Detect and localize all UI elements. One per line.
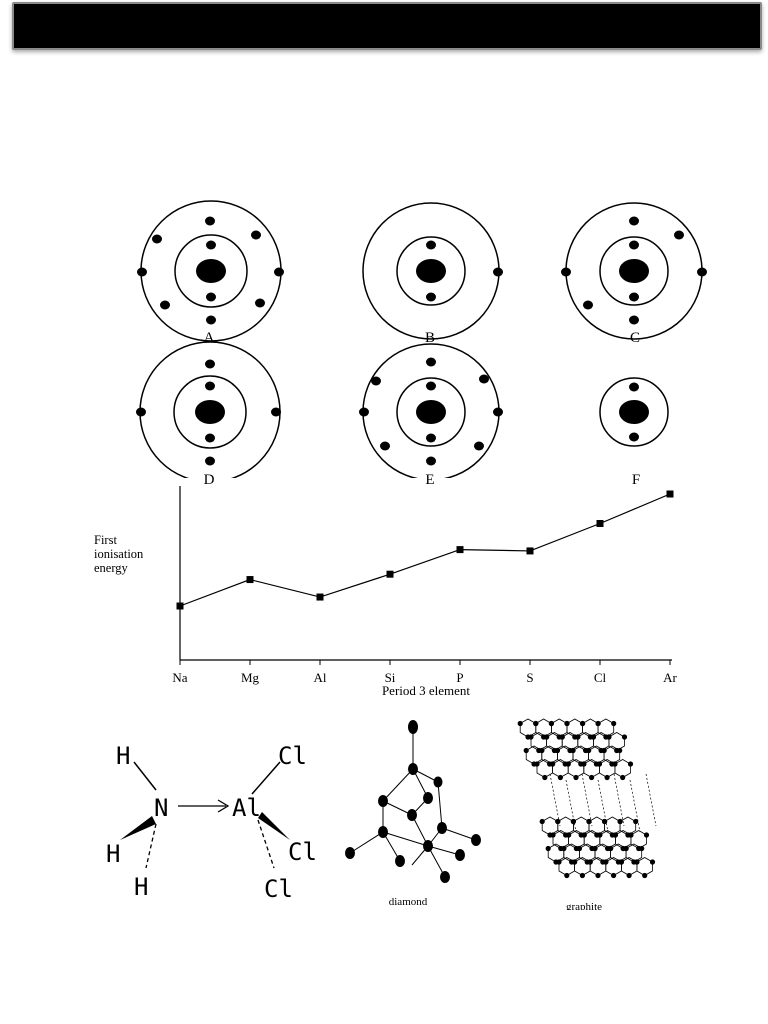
- tick-label-na: Na: [172, 670, 187, 685]
- tick-label-cl: Cl: [594, 670, 607, 685]
- atom-label-a: A: [203, 330, 215, 346]
- point-p: [456, 546, 464, 554]
- series-line: [179, 493, 671, 607]
- diamond-structure: diamond: [345, 720, 481, 908]
- atom-d: [136, 341, 281, 478]
- graphite-structure: graphite: [517, 718, 657, 910]
- tick-label-si: Si: [385, 670, 396, 685]
- point-mg: [246, 576, 254, 584]
- cl-top: Cl: [278, 742, 307, 770]
- al-atom: Al: [232, 794, 261, 822]
- point-ar: [666, 490, 674, 498]
- tick-label-al: Al: [314, 670, 327, 685]
- atom-e: [359, 343, 503, 478]
- atom-label-b: B: [424, 330, 435, 346]
- atom-a: [137, 200, 284, 342]
- cl-right: Cl: [288, 838, 317, 866]
- h-bottom: H: [134, 873, 148, 901]
- x-axis-label: Period 3 element: [382, 683, 470, 698]
- atom-f: [599, 377, 669, 447]
- atom-c: [561, 202, 707, 340]
- dative-bond-diagram: H H H N Al Cl Cl Cl: [106, 742, 317, 903]
- n-atom: N: [154, 794, 168, 822]
- atom-label-f: F: [631, 472, 641, 488]
- tick-label-p: P: [456, 670, 463, 685]
- point-al: [316, 593, 324, 601]
- diamond-label: diamond: [389, 896, 428, 908]
- tick-label-ar: Ar: [663, 670, 677, 685]
- point-na: [176, 602, 184, 610]
- atom-label-e: E: [425, 472, 435, 488]
- point-cl: [596, 520, 604, 528]
- h-left: H: [106, 840, 120, 868]
- atom-label-d: D: [203, 472, 215, 488]
- atom-diagrams: [136, 200, 707, 478]
- h-top: H: [116, 742, 130, 770]
- atom-label-c: C: [629, 330, 640, 346]
- tick-label-mg: Mg: [241, 670, 260, 685]
- tick-label-s: S: [526, 670, 533, 685]
- cl-bottom: Cl: [264, 875, 293, 903]
- point-si: [386, 570, 394, 578]
- graphite-label: graphite: [566, 901, 602, 910]
- title-bar: [12, 2, 762, 50]
- atom-b: [362, 202, 503, 340]
- point-s: [526, 547, 534, 555]
